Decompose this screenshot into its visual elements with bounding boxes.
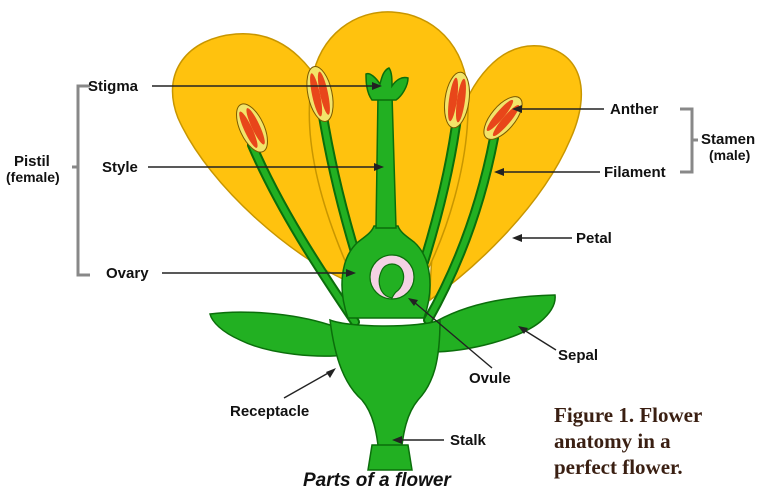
pistil-bracket xyxy=(72,86,90,275)
stalk xyxy=(368,445,412,470)
label-ovary: Ovary xyxy=(106,265,149,282)
label-filament: Filament xyxy=(604,164,666,181)
label-sepal: Sepal xyxy=(558,347,598,364)
label-style: Style xyxy=(102,159,138,176)
stamen-bracket xyxy=(680,109,698,172)
caption-line-1: Figure 1. Flower xyxy=(554,403,702,427)
label-stalk: Stalk xyxy=(450,432,487,449)
caption-line-2: anatomy in a xyxy=(554,429,671,453)
label-petal: Petal xyxy=(576,230,612,247)
style xyxy=(376,95,396,228)
group-stamen-sub: (male) xyxy=(709,147,750,163)
group-pistil-name: Pistil xyxy=(14,153,50,170)
group-stamen-name: Stamen xyxy=(701,131,755,148)
sepal-right xyxy=(423,295,555,352)
sepal-left xyxy=(210,312,347,356)
caption-line-3: perfect flower. xyxy=(554,455,683,479)
label-receptacle: Receptacle xyxy=(230,403,309,420)
label-ovule: Ovule xyxy=(469,370,511,387)
label-anther: Anther xyxy=(610,101,658,118)
diagram-title: Parts of a flower xyxy=(303,470,452,491)
group-pistil-sub: (female) xyxy=(6,169,60,185)
label-stigma: Stigma xyxy=(88,78,139,95)
